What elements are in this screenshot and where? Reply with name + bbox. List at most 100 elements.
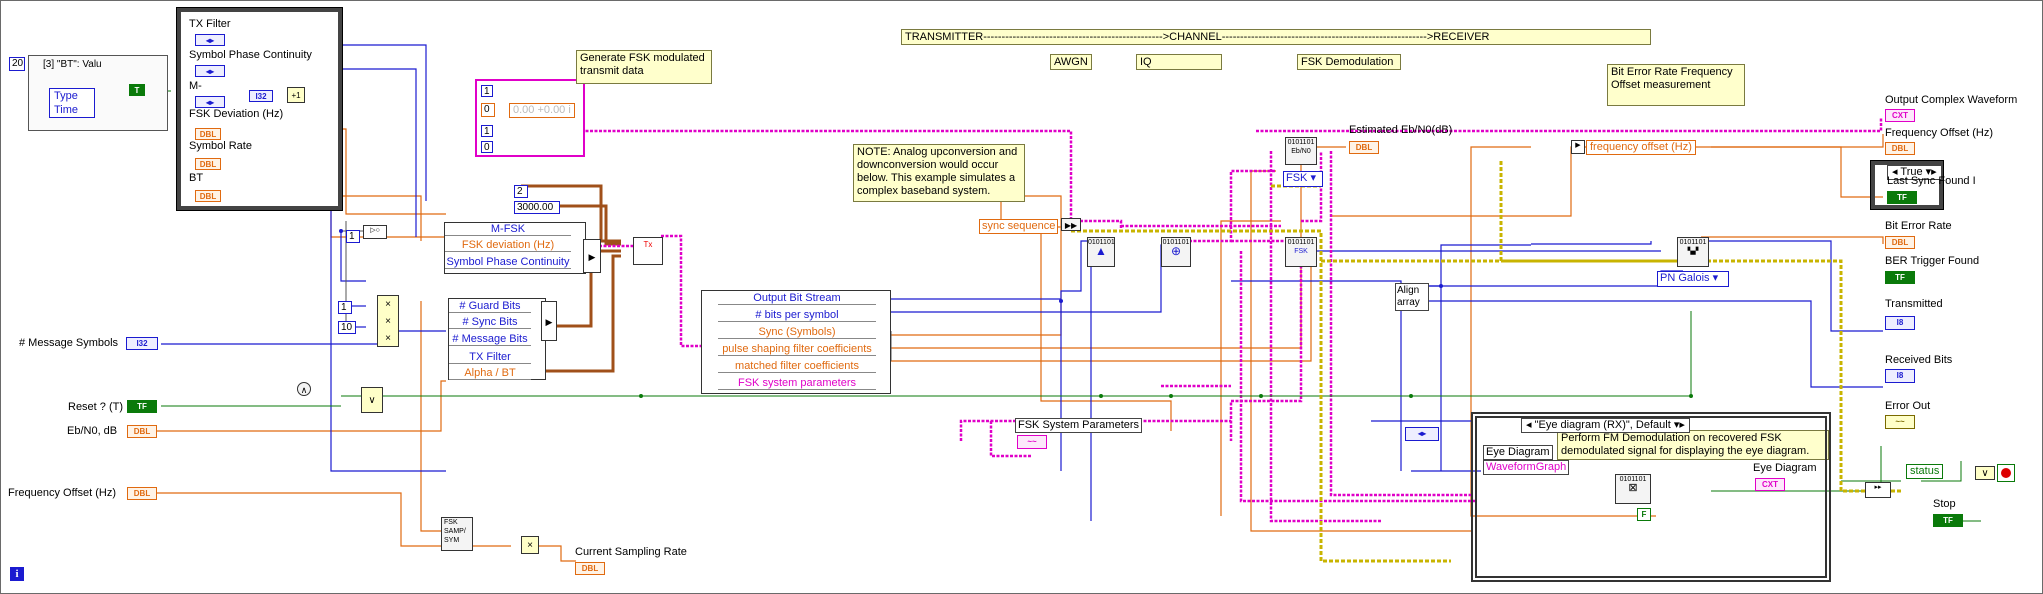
const-1-a[interactable]: 1	[346, 230, 360, 243]
fsk-params-bundle[interactable]: M-FSK FSK deviation (Hz) Symbol Phase Co…	[444, 222, 586, 274]
fsk-deviation-dbl[interactable]: DBL	[195, 128, 221, 140]
symbol-rate-label: Symbol Rate	[189, 140, 252, 152]
note-fm-demod: Perform FM Demodulation on recovered FSK…	[1557, 430, 1829, 460]
message-symbols-control[interactable]: I32	[126, 337, 158, 350]
ebn0-label: Eb/N0, dB	[67, 425, 118, 437]
time-label: Time	[54, 104, 79, 116]
bundle-phase-continuity: Symbol Phase Continuity	[445, 256, 571, 269]
m-enum-icon[interactable]: ◂▸	[195, 96, 225, 108]
array-index-0: 0	[481, 103, 495, 117]
ebn0-control[interactable]: DBL	[127, 425, 157, 438]
i32-convert: I32	[249, 90, 273, 102]
output-complex-waveform-indicator: CXT	[1885, 109, 1915, 122]
error-out-indicator: ~~	[1885, 415, 1915, 429]
increment-node: +1	[287, 87, 305, 103]
m-label: M-	[189, 80, 202, 92]
waveform-graph-property[interactable]: WaveformGraph	[1483, 460, 1570, 475]
const-10[interactable]: 10	[338, 321, 356, 334]
reset-control[interactable]: TF	[127, 400, 157, 413]
awgn-vi[interactable]: 0101101▲	[1087, 237, 1115, 267]
true-const[interactable]: T	[129, 84, 145, 96]
complex-wires	[581, 117, 1883, 523]
bundle-output-bit-stream: Output Bit Stream	[718, 292, 876, 305]
complex-array-const[interactable]: 1 0 0.00 +0.00 i 1 0	[475, 79, 585, 157]
tx-subvi[interactable]: Tx	[633, 237, 663, 265]
error-out-label: Error Out	[1885, 400, 1931, 412]
cluster-wires-brown	[513, 184, 621, 373]
reset-label: Reset ? (T)	[68, 401, 124, 413]
bt-dbl[interactable]: DBL	[195, 190, 221, 202]
fsk-system-parameters-label: FSK System Parameters	[1015, 418, 1143, 433]
align-array-vi[interactable]: Align array	[1395, 283, 1429, 311]
bundle-message-bits: # Message Bits	[449, 333, 531, 346]
mid-bundle-terminal: ▶	[541, 301, 557, 341]
unbundle-by-name[interactable]: [3] "BT": Valu Type Time	[28, 55, 168, 131]
phase-enum-icon[interactable]: ◂▸	[195, 65, 225, 77]
symbol-rate-dbl[interactable]: DBL	[195, 158, 221, 170]
enum-const-eye[interactable]: ◂▸	[1405, 427, 1439, 441]
const-1-b[interactable]: 1	[338, 301, 352, 314]
true-case-text: True	[1900, 166, 1923, 178]
estimated-ebn0-label: Estimated Eb/N0(dB)	[1349, 124, 1453, 136]
pn-galois-selector[interactable]: PN Galois ▾	[1657, 271, 1729, 287]
ber-trigger-found-label: BER Trigger Found	[1885, 255, 1980, 267]
config-cluster-frame: TX Filter ◂▸ Symbol Phase Continuity ◂▸ …	[176, 7, 343, 211]
frequency-offset-hz-label: frequency offset (Hz)	[1586, 140, 1696, 155]
multiply-sampling: ×	[521, 536, 539, 554]
eye-case-text: "Eye diagram (RX)", Default	[1534, 419, 1671, 431]
frequency-offset-control[interactable]: DBL	[127, 487, 157, 500]
const-3000[interactable]: 3000.00	[514, 201, 560, 214]
tx-filter-label: TX Filter	[189, 18, 231, 30]
false-const[interactable]: F	[1637, 508, 1651, 521]
system-params-bundle[interactable]: Output Bit Stream # bits per symbol Sync…	[701, 290, 891, 394]
true-case-structure: ◂ True ▾▸	[1870, 160, 1944, 210]
ebn0-vi-text: Eb/N0	[1291, 148, 1311, 155]
eye-diagram-case-structure: ◂ "Eye diagram (RX)", Default ▾▸ Eye Dia…	[1471, 412, 1831, 582]
array-index-1: 1	[481, 85, 493, 97]
awgn-label: AWGN	[1050, 54, 1092, 70]
multiply-nodes: ×××	[377, 295, 399, 347]
frequency-offset-label: Frequency Offset (Hz)	[8, 487, 116, 499]
true-case-selector[interactable]: ◂ True ▾▸	[1887, 165, 1942, 180]
const-2[interactable]: 2	[514, 185, 528, 198]
bit-error-rate-indicator: DBL	[1885, 236, 1915, 249]
eye-diagram-ref-label: Eye Diagram	[1483, 445, 1553, 460]
bundle-pulse-shaping: pulse shaping filter coefficients	[718, 343, 876, 356]
last-sync-found-label: Last Sync Found I	[1887, 175, 1976, 187]
sync-build-array: ▶▶	[1061, 218, 1081, 231]
bundle-sync-symbols: Sync (Symbols)	[718, 326, 876, 339]
estimated-ebn0-indicator: DBL	[1349, 141, 1379, 154]
bundle-output-terminal: ▶	[583, 239, 601, 273]
fsk-ring-selector[interactable]: FSK ▾	[1283, 171, 1323, 187]
stop-label: Stop	[1933, 498, 1956, 510]
transmitted-indicator: I8	[1885, 316, 1915, 330]
eye-diagram-indicator: CXT	[1755, 478, 1785, 491]
bundle-fsk-deviation: FSK deviation (Hz)	[445, 239, 571, 252]
stop-control[interactable]: TF	[1933, 514, 1963, 527]
or-circle-node: ∧	[297, 382, 311, 396]
const-20[interactable]: 20	[9, 57, 25, 71]
iq-label: IQ	[1136, 54, 1222, 70]
iq-vi[interactable]: 0101101⊕	[1161, 237, 1191, 267]
status-label: status	[1906, 464, 1944, 479]
fsk-deviation-label: FSK Deviation (Hz)	[189, 108, 284, 120]
ber-vi[interactable]: 0101101▚▞	[1677, 237, 1709, 267]
tx-params-bundle[interactable]: # Guard Bits # Sync Bits # Message Bits …	[448, 298, 546, 380]
fm-demod-vi[interactable]: 0101101⊠	[1615, 474, 1651, 504]
tx-filter-enum-icon[interactable]: ◂▸	[195, 34, 225, 46]
complex-value: 0.00 +0.00 i	[509, 103, 575, 118]
eye-case-selector[interactable]: ◂ "Eye diagram (RX)", Default ▾▸	[1521, 418, 1690, 433]
pn-galois-text: PN Galois	[1660, 272, 1710, 284]
last-sync-found-indicator: TF	[1887, 191, 1917, 204]
array-index-1b: 1	[481, 125, 493, 137]
bundle-alpha-bt: Alpha / BT	[449, 367, 531, 380]
message-symbols-label: # Message Symbols	[19, 337, 119, 349]
fsk-samp-sym-vi[interactable]: FSK SAMP/ SYM	[441, 517, 473, 551]
info-icon[interactable]: i	[10, 567, 24, 581]
phase-continuity-label: Symbol Phase Continuity	[189, 49, 312, 61]
bool-to-int-node: ▷○	[363, 225, 387, 239]
frequency-offset-out-indicator: DBL	[1885, 142, 1915, 155]
bundle-matched-filter: matched filter coefficients	[718, 360, 876, 373]
